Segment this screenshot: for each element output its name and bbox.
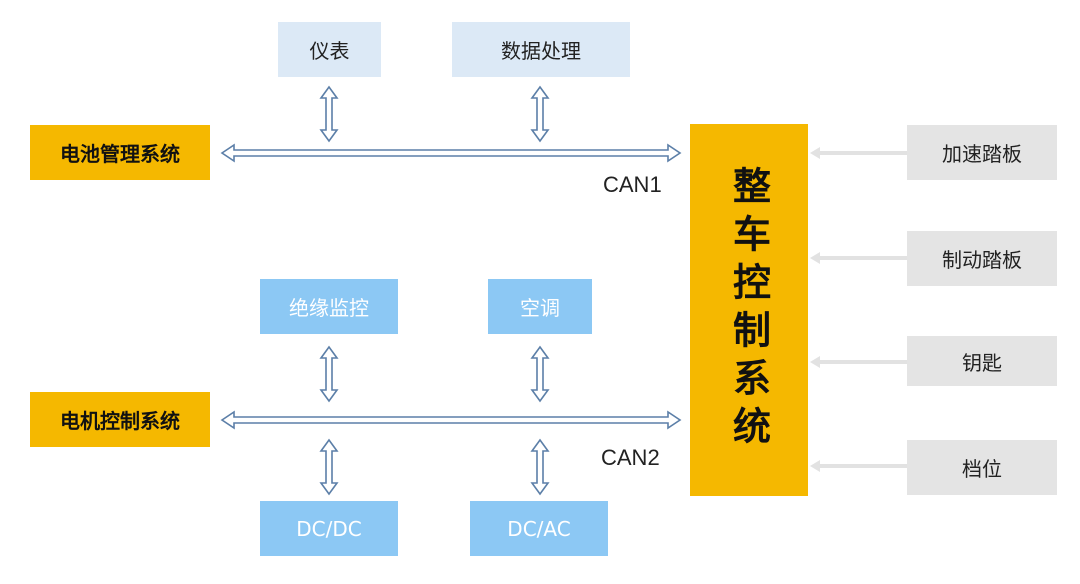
data-processing-link-arrow [531,86,549,142]
dcdc-link-arrow [320,439,338,495]
can1-label: CAN1 [603,172,662,197]
accelerator-input-arrow [810,147,908,159]
brake-input-arrow [810,252,908,264]
dcdc-node: DC/DC [260,501,398,556]
key-input-arrow [810,356,908,368]
gear-node: 档位 [907,440,1057,495]
can1-bus-arrow [221,144,681,162]
dcac-link-arrow [531,439,549,495]
meter-node: 仪表 [278,22,381,77]
motor-control-node: 电机控制系统 [30,392,210,447]
gear-input-arrow [810,460,908,472]
ac-link-arrow [531,346,549,402]
key-node: 钥匙 [907,336,1057,386]
can2-bus-arrow [221,411,681,429]
air-conditioning-node: 空调 [488,279,592,334]
data-processing-node: 数据处理 [452,22,630,77]
meter-link-arrow [320,86,338,142]
insulation-monitor-node: 绝缘监控 [260,279,398,334]
can2-label: CAN2 [601,445,660,470]
insulation-link-arrow [320,346,338,402]
brake-pedal-node: 制动踏板 [907,231,1057,286]
dcac-node: DC/AC [470,501,608,556]
battery-management-node: 电池管理系统 [30,125,210,180]
vehicle-controller-node: 整车控制系统 [690,124,808,496]
vehicle-controller-label: 整车控制系统 [726,166,771,454]
accelerator-pedal-node: 加速踏板 [907,125,1057,180]
